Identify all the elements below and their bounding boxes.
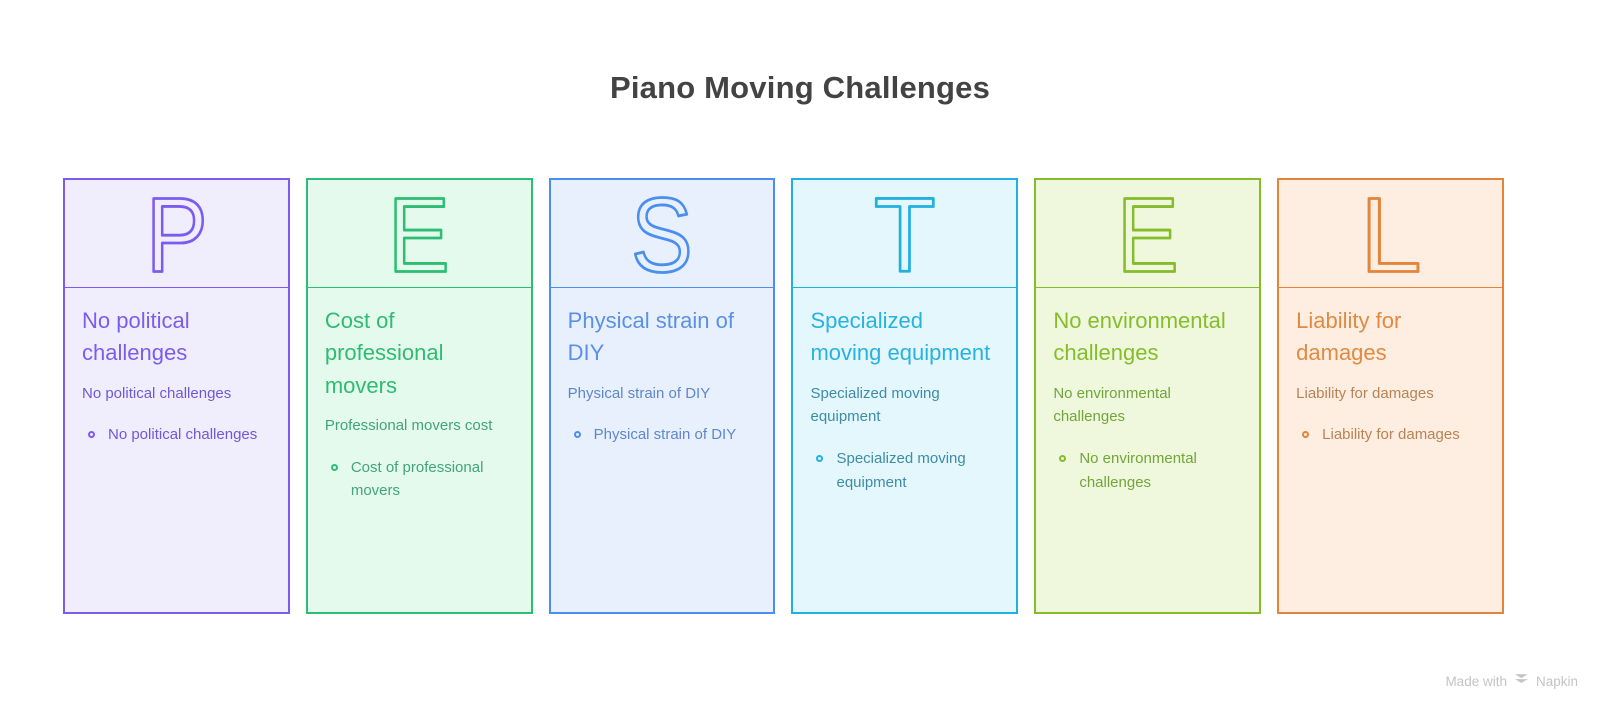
list-item: Cost of professional movers: [325, 456, 514, 503]
card-title: Physical strain of DIY: [567, 308, 734, 366]
card-description: Physical strain of DIY: [567, 384, 711, 402]
svg-text:E: E: [388, 191, 450, 277]
list-item: No environmental challenges: [1053, 447, 1242, 494]
footer-attribution: Made with Napkin: [1445, 673, 1578, 689]
card-letter-header: P: [62, 178, 290, 290]
bullet-label: Physical strain of DIY: [593, 426, 737, 444]
card-letter-p-icon: P: [141, 191, 213, 277]
card-letter-header: E: [1034, 178, 1262, 290]
card-letter-header: S: [548, 178, 776, 290]
bullet-dot-icon: [816, 455, 824, 463]
list-item: Specialized moving equipment: [810, 447, 999, 494]
card-letter-header: E: [305, 178, 533, 290]
bullet-label: Specialized moving equipment: [836, 450, 966, 491]
list-item: Liability for damages: [1296, 423, 1485, 447]
napkin-brand-label: Napkin: [1535, 673, 1578, 689]
svg-text:T: T: [874, 191, 936, 277]
card-letter-t-icon: T: [869, 191, 941, 277]
bullet-dot-icon: [573, 431, 581, 439]
bullet-dot-icon: [88, 431, 95, 439]
card-description: No political challenges: [82, 384, 232, 402]
card-body: No environmental challenges No environmen…: [1034, 288, 1262, 614]
card-letter-header: T: [791, 178, 1019, 290]
card-bullet-list: No political challenges: [82, 423, 271, 447]
card-bullet-list: Physical strain of DIY: [568, 423, 757, 447]
svg-text:P: P: [146, 191, 208, 277]
bullet-label: Cost of professional movers: [350, 458, 484, 500]
card-description: No environmental challenges: [1053, 384, 1171, 426]
card-letter-s-icon: S: [626, 191, 698, 277]
card-letter-header: L: [1277, 178, 1504, 290]
card-title: Liability for damages: [1296, 308, 1402, 366]
svg-text:S: S: [631, 191, 693, 277]
svg-text:L: L: [1360, 191, 1422, 277]
card-letter-e-icon: E: [1112, 191, 1184, 277]
made-with-label: Made with: [1445, 673, 1507, 689]
list-item: No political challenges: [82, 423, 271, 447]
bullet-dot-icon: [1302, 431, 1310, 439]
bullet-label: Liability for damages: [1322, 426, 1460, 444]
bullet-label: No political challenges: [108, 426, 258, 444]
card-bullet-list: Cost of professional movers: [325, 456, 514, 503]
bullet-label: No environmental challenges: [1079, 450, 1197, 491]
page-title: Piano Moving Challenges: [609, 70, 991, 105]
svg-text:E: E: [1117, 191, 1179, 277]
card-description: Liability for damages: [1296, 384, 1434, 402]
card-title: No political challenges: [82, 308, 190, 366]
bullet-dot-icon: [1059, 455, 1067, 463]
card-bullet-list: Specialized moving equipment: [810, 447, 999, 494]
bullet-dot-icon: [330, 463, 338, 471]
card-body: Physical strain of DIY Physical strain of…: [548, 288, 776, 614]
card-letter-e-icon: E: [383, 191, 455, 277]
card-body: No political challenges No political chal…: [63, 288, 290, 614]
list-item: Physical strain of DIY: [568, 423, 757, 447]
card-title: Cost of professional movers: [324, 308, 444, 398]
card-title: Specialized moving equipment: [810, 308, 991, 366]
card-description: Professional movers cost: [324, 416, 493, 434]
card-letter-l-icon: L: [1355, 191, 1427, 277]
card-title: No environmental challenges: [1053, 308, 1226, 366]
napkin-logo-icon: [1514, 673, 1529, 689]
card-description: Specialized moving equipment: [810, 384, 940, 426]
card-bullet-list: No environmental challenges: [1053, 447, 1242, 494]
card-bullet-list: Liability for damages: [1296, 423, 1485, 447]
